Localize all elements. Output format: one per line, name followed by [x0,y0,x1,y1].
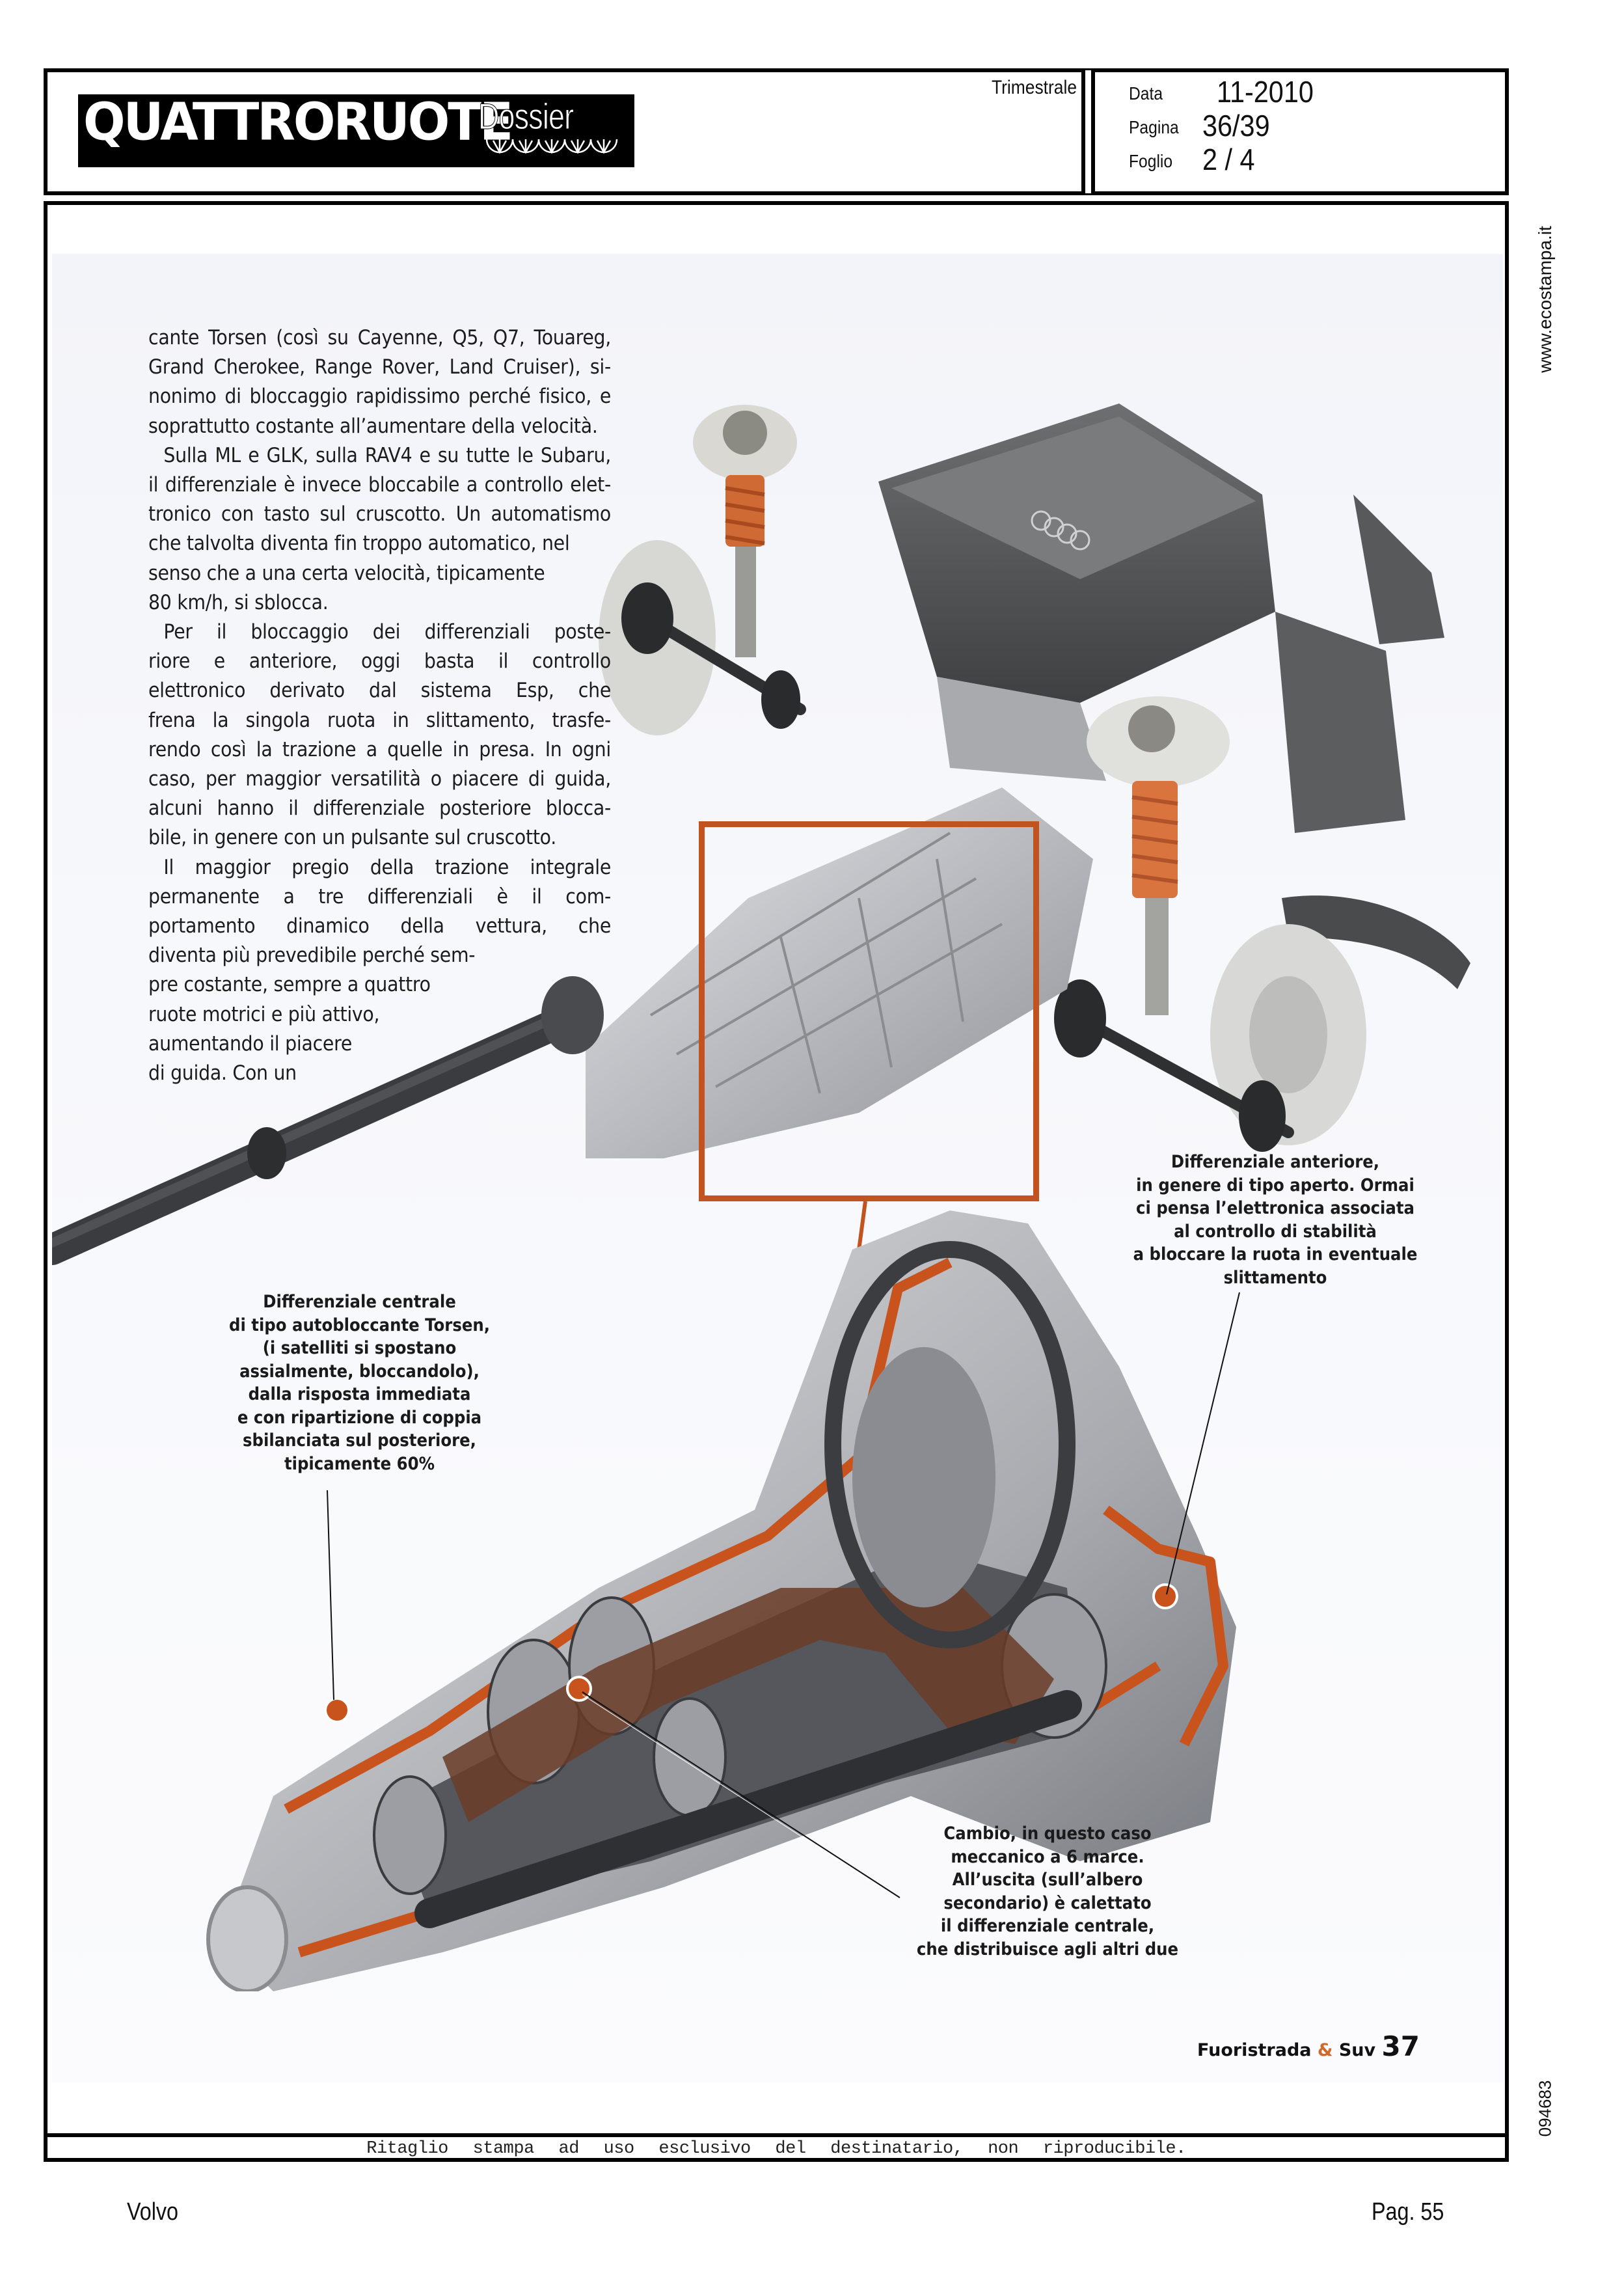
article-line: che talvolta diventa fin troppo automati… [148,532,570,556]
caption-line: ci pensa l’elettronica associata [1136,1198,1414,1218]
center-differential-marker [324,1697,350,1723]
article-line: alcuni hanno il differenziale posteriore… [148,797,611,821]
article-line: diventa più prevedibile perché sem- [148,944,476,968]
caption-line: a bloccare la ruota in eventuale [1133,1244,1418,1264]
caption-line: sbilanciata sul posteriore, [243,1430,476,1451]
caption-line: tipicamente 60% [284,1453,435,1474]
caption-line: slittamento [1223,1267,1327,1288]
caption-line: dalla risposta immediata [248,1384,471,1404]
article-line: permanente a tre differenziali è il com- [148,884,611,908]
caption-line: di tipo autobloccante Torsen, [228,1315,490,1335]
engine-block [878,403,1470,989]
half-shafts [621,582,1294,1152]
article-line: soprattutto costante all’aumentare della… [148,414,598,438]
caption-line: che distribuisce agli altri due [916,1939,1179,1959]
periodicity-label: Trimestrale [991,77,1077,98]
gearbox-cutaway-illustration [206,1210,1236,1991]
article-line: nonimo di bloccaggio rapidissimo perché … [148,385,611,409]
article-line: portamento dinamico della vettura, che [148,914,611,938]
meta-label-date: Data [1129,83,1163,103]
article-line: ruote motrici e più attivo, [148,1002,380,1026]
logo-suffix: Dossier [478,96,575,137]
article-line: Per il bloccaggio dei differenziali post… [163,620,611,644]
client-name: Volvo [127,2198,179,2226]
gearbox-marker [566,1676,592,1702]
reproduction-notice: Ritaglio stampa ad uso esclusivo del des… [366,2139,1186,2159]
caption-line: All’uscita (sull’albero [952,1870,1143,1890]
article-line: cante Torsen (così su Cayenne, Q5, Q7, T… [148,326,611,349]
article-line: riore e anteriore, oggi basta il control… [148,649,611,674]
front-differential-marker [1152,1583,1178,1609]
section-ampersand: & [1317,2040,1333,2060]
meta-label-page: Pagina [1129,117,1179,137]
caption-line: (i satelliti si spostano [262,1338,457,1358]
caption-line: assialmente, bloccandolo), [239,1361,480,1382]
article-line: bile, in genere con un pulsante sul crus… [148,826,557,850]
article-line: Sulla ML e GLK, sulla RAV4 e su tutte le… [163,443,611,467]
caption-line: in genere di tipo aperto. Ormai [1136,1175,1414,1195]
caption-gearbox: Cambio, in questo caso meccanico a 6 mar… [895,1822,1200,1961]
caption-line: il differenziale centrale, [940,1916,1155,1936]
section-name: Fuoristrada [1197,2040,1312,2060]
article-line: di guida. Con un [148,1061,297,1085]
header-divider-gap [1085,70,1091,193]
article-line: caso, per maggior versatilità o piacere … [148,767,611,791]
meta-value-date: 11-2010 [1217,75,1314,109]
logo-text: QUATTRORUOTE [83,91,513,152]
header-frame [44,68,1509,195]
article-body: cante Torsen (così su Cayenne, Q5, Q7, T… [148,323,662,1088]
header-divider [1081,68,1085,195]
side-url-text: www.ecostampa.it [1535,226,1555,373]
side-url: www.ecostampa.it [1532,215,1558,384]
caption-line: al controllo di stabilità [1174,1221,1377,1242]
caption-line: meccanico a 6 marce. [951,1846,1144,1867]
article-line: il differenziale è invece bloccabile a c… [148,473,611,497]
article-line: frena la singola ruota in slittamento, t… [148,708,611,732]
caption-line: Differenziale centrale [263,1292,456,1312]
meta-label-sheet: Foglio [1129,151,1173,171]
caption-line: secondario) è calettato [943,1892,1152,1913]
article-line: elettronico derivato dal sistema Esp, ch… [148,679,611,703]
propeller-shaft-illustration [52,976,604,1265]
side-id-text: 094683 [1535,2080,1555,2137]
article-line: 80 km/h, si sblocca. [148,590,329,614]
caption-line: e con ripartizione di coppia [237,1407,482,1428]
article-line: aumentando il piacere [148,1031,353,1056]
meta-value-page: 36/39 [1202,109,1270,143]
magazine-page-footer: Fuoristrada & Suv 37 [1197,2030,1420,2062]
header-divider [1091,68,1095,195]
caption-line: Differenziale anteriore, [1171,1152,1380,1172]
highlight-box [699,821,1039,1201]
caption-front-differential: Differenziale anteriore, in genere di ti… [1114,1151,1437,1289]
side-id: 094683 [1532,2076,1558,2141]
article-line: rendo così la trazione a quelle in presa… [148,737,611,761]
right-suspension-strut [1087,696,1366,1145]
section-name-suffix: Suv [1338,2040,1376,2060]
meta-value-sheet: 2 / 4 [1202,143,1255,176]
footer-divider [44,2133,1509,2137]
magazine-page-number: 37 [1381,2030,1420,2062]
article-line: pre costante, sempre a quattro [148,973,431,997]
clipping-frame [44,201,1509,2162]
engine-drivetrain-illustration [586,403,1470,1158]
caption-center-differential: Differenziale centrale di tipo autoblocc… [211,1290,508,1475]
page-indicator: Pag. 55 [1372,2198,1444,2226]
article-line: tronico con tasto sul cruscotto. Un auto… [148,502,611,526]
publication-logo [78,94,634,167]
wheels-icon [485,139,618,154]
article-line: Il maggior pregio della trazione integra… [163,855,611,879]
article-line: Grand Cherokee, Range Rover, Land Cruise… [148,355,611,379]
article-line: senso che a una certa velocità, tipicame… [148,561,545,585]
caption-line: Cambio, in questo caso [943,1823,1152,1844]
transmission-casing [586,787,1093,1158]
